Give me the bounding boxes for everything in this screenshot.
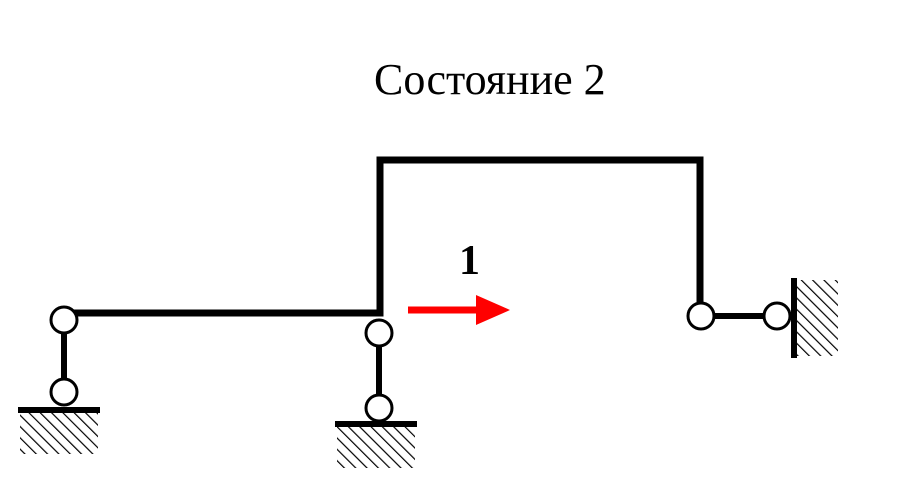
hinge-circle [49,305,79,335]
diagram-title: Состояние 2 [374,55,606,104]
frame-beam [64,156,704,317]
hinge-circle [49,377,79,407]
support-left-pinned [18,305,100,454]
hinge-circle [364,393,394,423]
load-magnitude-label: 1 [459,238,480,284]
hinge-circle [686,301,716,331]
unit-force-arrow [408,295,510,325]
support-middle-pinned [335,318,417,468]
ground-hatch [337,424,415,468]
ground-hatch [20,410,98,454]
wall-hatch [794,280,838,356]
hinge-circle [762,301,792,331]
arrow-head [476,295,510,325]
hinge-circle [364,318,394,348]
support-right-wall-link [686,278,838,358]
